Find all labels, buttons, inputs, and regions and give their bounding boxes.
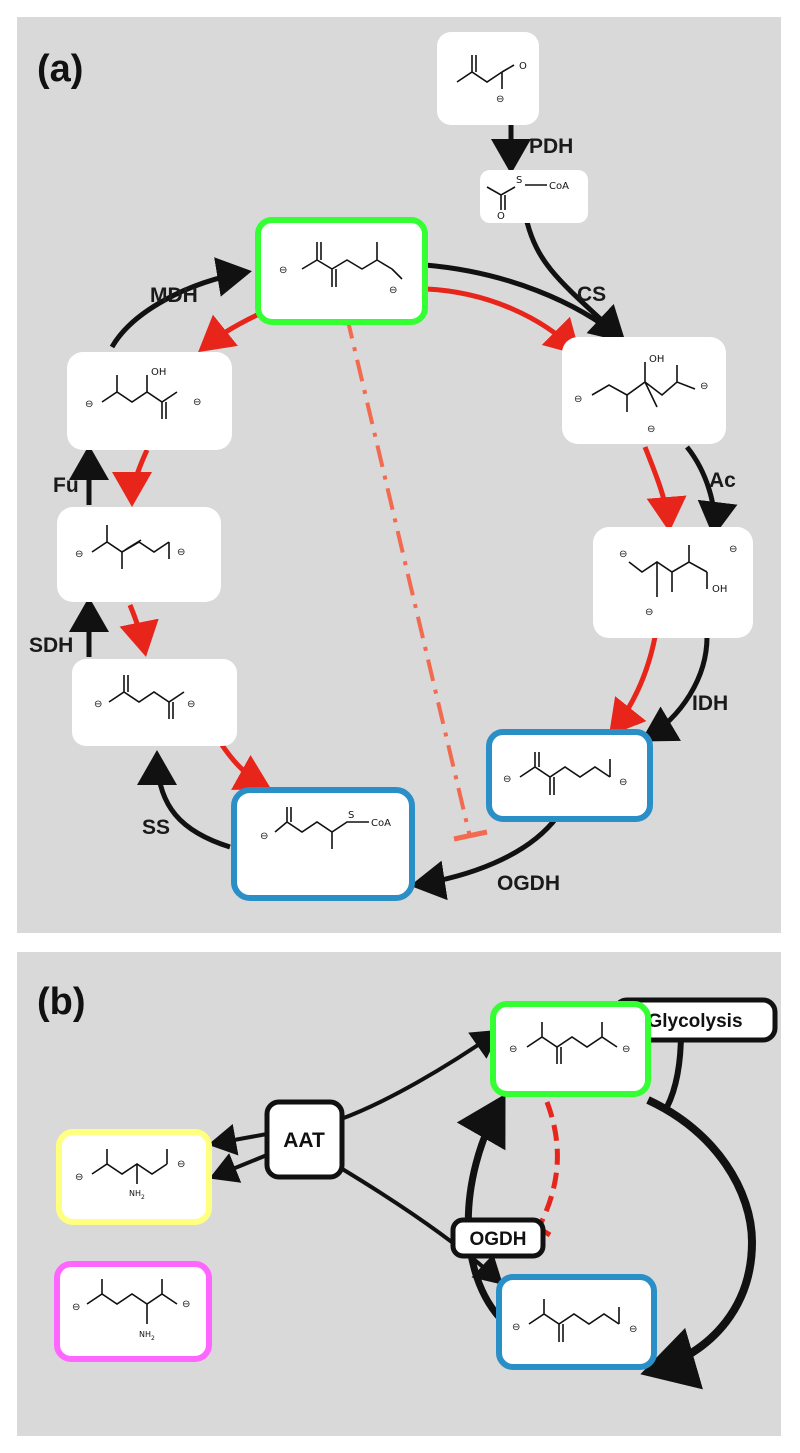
svg-text:⊖: ⊖ [622, 1044, 630, 1055]
panel-b-label: (b) [37, 981, 86, 1023]
enzyme-label-mdh: MDH [150, 284, 198, 307]
svg-text:⊖: ⊖ [177, 1159, 185, 1170]
svg-text:⊖: ⊖ [509, 1044, 517, 1055]
alpha-ketoglutarate-box: ⊖ ⊖ [486, 729, 653, 822]
ogdh-arrow [410, 815, 559, 901]
glutamate-box: ⊖ ⊖ NH2 [54, 1261, 212, 1362]
svg-text:⊖: ⊖ [647, 424, 655, 435]
enzyme-label-sdh: SDH [29, 634, 73, 657]
svg-text:S: S [348, 810, 354, 821]
ss-arrow [137, 750, 231, 850]
svg-text:⊖: ⊖ [94, 699, 102, 710]
tca-cycle-diagram: (a) O ⊖ S CoA O ⊖ ⊖ [29, 32, 753, 901]
panel-a-label: (a) [37, 48, 83, 90]
svg-text:S: S [516, 175, 522, 186]
fumarate-box: ⊖ ⊖ [57, 507, 221, 602]
svg-text:⊖: ⊖ [629, 1324, 637, 1335]
svg-text:⊖: ⊖ [260, 831, 268, 842]
svg-text:⊖: ⊖ [187, 699, 195, 710]
svg-text:CoA: CoA [371, 818, 391, 829]
svg-text:CoA: CoA [549, 181, 569, 192]
svg-text:O: O [519, 61, 527, 72]
svg-text:NH2: NH2 [129, 1189, 145, 1201]
inhibition-line-b [536, 1101, 560, 1229]
pyruvate-box: O ⊖ [437, 32, 539, 125]
svg-text:⊖: ⊖ [389, 285, 397, 296]
inhibition-line [345, 316, 472, 838]
ogdh-node: OGDH [450, 1217, 546, 1259]
svg-text:⊖: ⊖ [645, 607, 653, 618]
svg-text:⊖: ⊖ [75, 1172, 83, 1183]
aat-to-ketoglutarate-arrow [337, 1165, 503, 1285]
enzyme-label-idh: IDH [692, 692, 728, 715]
red-oaa-to-citrate [426, 286, 581, 356]
svg-text:⊖: ⊖ [177, 547, 185, 558]
glycolysis-arrow [664, 1031, 684, 1109]
red-isocitrate-to-akg [608, 636, 658, 736]
panel-a: (a) O ⊖ S CoA O ⊖ ⊖ [17, 17, 781, 933]
inhibition-bar [453, 829, 488, 842]
malate-box: OH ⊖ ⊖ [67, 352, 232, 450]
oxaloacetate-box: ⊖ ⊖ [255, 217, 428, 325]
red-citrate-to-isocitrate [642, 446, 687, 532]
svg-text:⊖: ⊖ [574, 394, 582, 405]
svg-text:⊖: ⊖ [503, 774, 511, 785]
acetyl-coa-box: S CoA O [480, 170, 588, 223]
aat-to-aspartate-arrow [208, 1123, 268, 1156]
succinyl-coa-box: S CoA ⊖ [231, 787, 415, 901]
enzyme-label-ac: Ac [709, 469, 736, 492]
red-malate-to-fumarate [112, 448, 153, 507]
enzyme-label-fu: Fu [53, 474, 79, 497]
svg-text:Glycolysis: Glycolysis [647, 1011, 742, 1032]
svg-text:OGDH: OGDH [470, 1229, 527, 1250]
svg-text:⊖: ⊖ [700, 381, 708, 392]
enzyme-label-ogdh: OGDH [497, 872, 560, 895]
enzyme-label-ss: SS [142, 816, 170, 839]
aat-shunt-diagram: (b) Glycolysis ⊖ ⊖ ⊖ ⊖ AAT OGDH [37, 981, 778, 1390]
svg-text:⊖: ⊖ [619, 777, 627, 788]
oxaloacetate-box-b: ⊖ ⊖ [490, 1001, 651, 1097]
svg-text:NH2: NH2 [139, 1330, 155, 1342]
svg-text:⊖: ⊖ [496, 94, 504, 105]
cs-arrow-upper [424, 262, 624, 341]
cycle-right-arc [640, 1096, 757, 1390]
svg-text:⊖: ⊖ [75, 549, 83, 560]
aat-to-oxaloacetate-arrow [340, 1029, 501, 1121]
idh-arrow [640, 636, 710, 742]
enzyme-label-cs: CS [577, 283, 606, 306]
succinate-box: ⊖ ⊖ [72, 659, 237, 746]
red-oaa-to-malate [198, 312, 259, 353]
ac-arrow [685, 445, 738, 537]
svg-text:⊖: ⊖ [72, 1302, 80, 1313]
svg-text:OH: OH [151, 367, 166, 378]
citrate-box: OH ⊖ ⊖ ⊖ [562, 337, 726, 444]
alpha-ketoglutarate-box-b: ⊖ ⊖ [496, 1274, 657, 1370]
svg-text:⊖: ⊖ [512, 1322, 520, 1333]
red-succinate-to-succinylcoa [219, 743, 272, 790]
svg-text:O: O [497, 211, 505, 222]
isocitrate-box: OH ⊖ ⊖ ⊖ [593, 527, 753, 638]
acetyl-coa-to-cs-arrow [524, 221, 626, 343]
svg-text:⊖: ⊖ [193, 397, 201, 408]
mdh-arrow [109, 257, 252, 349]
aat-node: AAT [264, 1099, 345, 1180]
svg-text:⊖: ⊖ [182, 1299, 190, 1310]
svg-text:AAT: AAT [283, 1129, 325, 1152]
aat-to-glutamate-arrow [209, 1153, 268, 1183]
svg-text:⊖: ⊖ [619, 549, 627, 560]
svg-text:⊖: ⊖ [279, 265, 287, 276]
aspartate-box: ⊖ ⊖ NH2 [56, 1129, 212, 1225]
svg-text:OH: OH [712, 584, 727, 595]
red-fumarate-to-succinate [119, 604, 159, 657]
svg-text:OH: OH [649, 354, 664, 365]
panel-b: (b) Glycolysis ⊖ ⊖ ⊖ ⊖ AAT OGDH [17, 952, 781, 1436]
glycolysis-box: Glycolysis [612, 997, 778, 1043]
enzyme-label-pdh: PDH [529, 135, 573, 158]
svg-text:⊖: ⊖ [85, 399, 93, 410]
svg-text:⊖: ⊖ [729, 544, 737, 555]
